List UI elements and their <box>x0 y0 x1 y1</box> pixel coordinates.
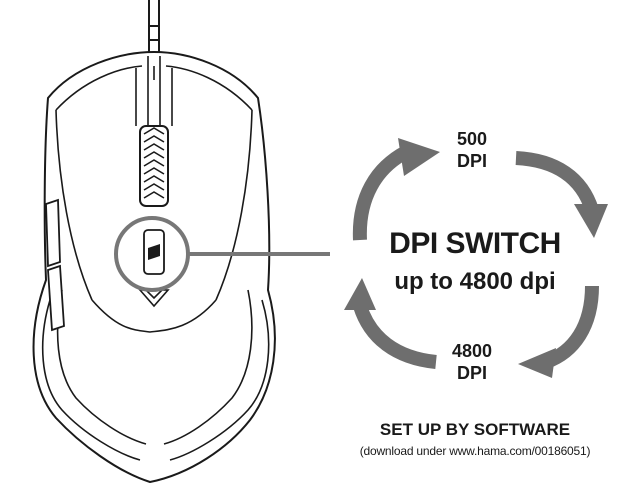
arrow-top-right <box>515 151 599 213</box>
download-note: (download under www.hama.com/00186051) <box>359 444 591 458</box>
side-buttons <box>45 198 65 332</box>
arrow-heads <box>344 138 608 378</box>
dpi-500-value: 500 <box>456 129 488 149</box>
setup-by-software-label: SET UP BY SOFTWARE <box>379 420 571 439</box>
dpi-level-4800: 4800 DPI <box>432 340 512 384</box>
dpi-level-500: 500 DPI <box>432 128 512 172</box>
dpi-switch-subtitle: up to 4800 dpi <box>394 268 556 295</box>
button-split <box>135 56 173 126</box>
arrow-head-left <box>344 278 376 310</box>
dpi-500-unit: DPI <box>456 151 487 171</box>
dpi-switch-button <box>138 229 170 308</box>
arrow-head-right <box>574 204 608 238</box>
mouse-body-outline <box>32 50 276 484</box>
arrow-left-up <box>352 145 410 241</box>
arrow-bottom-left <box>353 303 437 369</box>
dpi-callout <box>114 216 330 292</box>
dpi-4800-unit: DPI <box>456 363 487 383</box>
dpi-switch-title: DPI SWITCH <box>389 227 561 260</box>
arrow-head-bottom <box>518 348 556 378</box>
mouse-cable <box>148 0 160 52</box>
scroll-wheel <box>139 125 169 207</box>
dpi-4800-value: 4800 <box>451 341 493 361</box>
arrow-head-top <box>398 138 440 176</box>
